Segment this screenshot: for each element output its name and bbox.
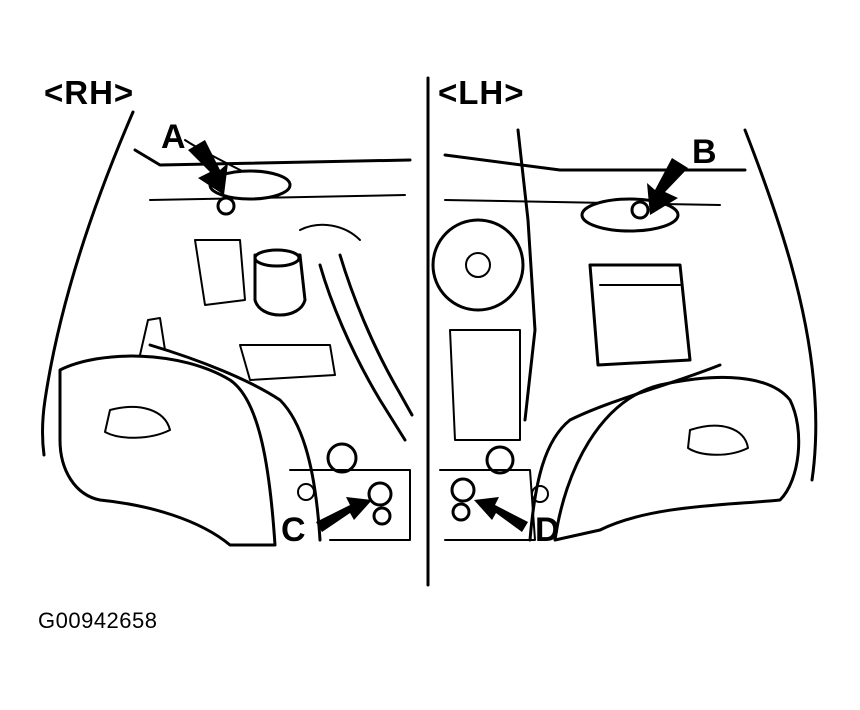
rh-mount-nut-a — [216, 196, 236, 216]
lh-component-block — [449, 329, 521, 441]
rh-cowl-line — [133, 148, 412, 167]
rh-bolt — [297, 483, 315, 501]
rh-headlight-housing — [58, 354, 277, 547]
callout-label-b: B — [692, 133, 717, 171]
callout-label-d: D — [535, 511, 560, 549]
rh-hose-inner — [338, 253, 414, 417]
rh-inner-apron — [148, 343, 322, 542]
rh-mount-washer-c — [372, 506, 392, 526]
rh-reservoir-cap — [253, 248, 301, 268]
lh-cowl-lower — [444, 199, 721, 206]
callout-label-c: C — [281, 511, 306, 549]
lh-headlight-housing — [553, 376, 801, 542]
rh-hose-top — [299, 223, 361, 241]
arrow-c — [316, 497, 372, 532]
arrow-b — [647, 158, 688, 215]
panel-title-lh: <LH> — [438, 74, 525, 111]
lh-brake-booster — [431, 218, 525, 312]
rh-engine-bay — [41, 110, 414, 547]
lh-fender-outline — [743, 128, 818, 482]
rh-mount-nut-c — [367, 481, 393, 507]
rh-cap — [326, 442, 358, 474]
lh-inner-apron — [528, 363, 722, 542]
lh-mount-nut-d — [450, 477, 476, 503]
figure-id: G00942658 — [38, 608, 158, 633]
rh-fender-outline — [41, 110, 135, 457]
rh-headlight-lens — [104, 405, 171, 439]
rh-bracket — [139, 317, 166, 356]
panel-title-rh: <RH> — [44, 74, 135, 111]
rh-reservoir — [253, 253, 307, 317]
rh-component-block — [194, 239, 246, 306]
lh-lower-frame — [439, 469, 536, 541]
rh-cowl-lower — [149, 194, 406, 201]
arrow-a — [188, 140, 228, 195]
arrow-d — [474, 497, 528, 532]
lh-air-box — [588, 263, 692, 367]
lh-booster-center — [465, 252, 491, 278]
rh-lower-bracket — [239, 344, 336, 381]
lh-cap — [485, 445, 515, 475]
lh-mount-washer-d — [451, 502, 471, 522]
lh-cable — [516, 128, 537, 422]
lh-mount-nut-b — [630, 200, 650, 220]
lh-engine-bay — [431, 128, 818, 542]
callout-label-a: A — [161, 118, 186, 156]
lh-headlight-lens — [687, 424, 749, 456]
rh-lower-frame — [289, 469, 411, 541]
rh-hose-outer — [318, 263, 407, 442]
